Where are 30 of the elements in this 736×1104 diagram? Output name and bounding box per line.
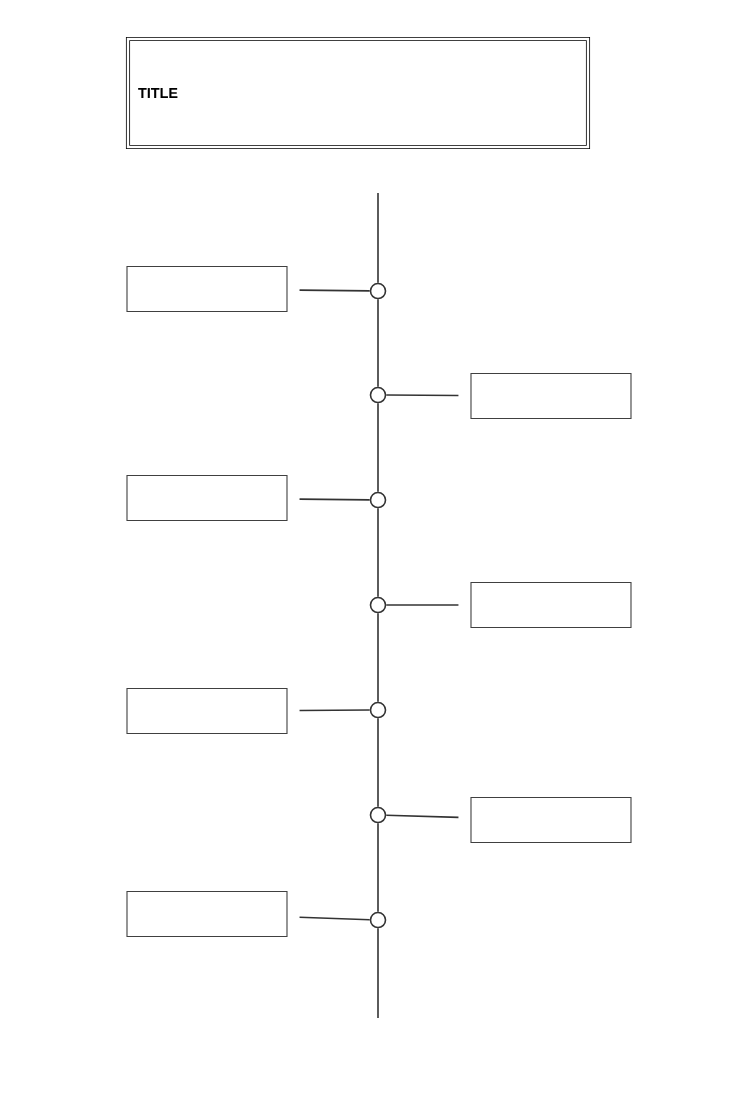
connector-line	[385, 604, 460, 606]
connector-line	[377, 927, 379, 1019]
connector-line	[377, 402, 379, 493]
connector-line	[377, 612, 379, 703]
connector-line	[385, 814, 460, 819]
empty-box	[470, 796, 632, 844]
empty-box	[126, 474, 288, 522]
connector-line	[385, 394, 460, 397]
connector-line	[377, 192, 379, 284]
connector-line	[377, 822, 379, 913]
timeline-circle	[369, 386, 387, 404]
empty-box	[470, 581, 632, 629]
connector-line	[298, 709, 371, 712]
timeline-circle	[369, 806, 387, 824]
empty-box	[126, 265, 288, 313]
connector-line	[377, 717, 379, 808]
connector-line	[377, 507, 379, 598]
connector-line	[377, 298, 379, 388]
connector-line	[298, 498, 371, 501]
empty-box	[126, 687, 288, 735]
timeline-circle	[369, 596, 387, 614]
empty-box	[470, 372, 632, 420]
timeline-circle	[369, 701, 387, 719]
title-frame: TITLE	[125, 36, 591, 150]
connector-line	[298, 916, 371, 921]
timeline-circle	[369, 282, 387, 300]
connector-line	[298, 289, 371, 292]
timeline-circle	[369, 491, 387, 509]
empty-box	[126, 890, 288, 938]
timeline-circle	[369, 911, 387, 929]
